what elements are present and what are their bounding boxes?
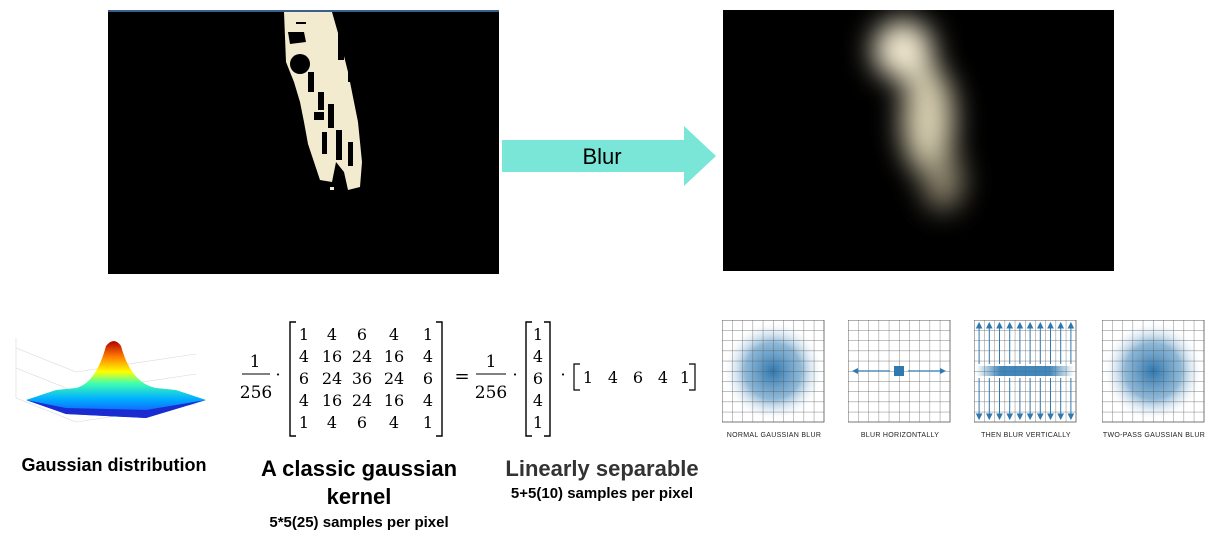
down-arrowhead-icon xyxy=(985,413,993,421)
kernel-matrix-cell: 4 xyxy=(327,325,337,344)
up-arrowhead-icon xyxy=(985,321,993,329)
kernel-matrix-cell: 1 xyxy=(299,325,309,344)
eq-dot-2: · xyxy=(512,365,517,384)
down-arrowhead-icon xyxy=(1067,413,1075,421)
normal-gaussian-blur-diagram xyxy=(722,320,825,423)
eq-equals: = xyxy=(454,366,469,387)
row-vector-cell: 4 xyxy=(658,368,668,387)
up-arrowhead-icon xyxy=(1057,321,1065,329)
down-arrowhead-icon xyxy=(1047,413,1054,421)
blur-arrow-label: Blur xyxy=(582,144,622,169)
kernel-matrix-cell: 16 xyxy=(384,391,404,410)
down-arrowhead-icon xyxy=(1026,413,1034,421)
down-arrowhead-icon xyxy=(1036,413,1044,421)
kernel-matrix-cell: 36 xyxy=(352,369,372,388)
caption-separable-samples: 5+5(10) samples per pixel xyxy=(510,485,694,502)
label-two-pass-gaussian-blur: TWO-PASS GAUSSIAN BLUR xyxy=(1102,432,1206,439)
blur-vertically-diagram xyxy=(974,320,1077,423)
kernel-matrix-cell: 6 xyxy=(299,369,309,388)
original-image-panel xyxy=(108,10,499,274)
kernel-matrix-cell: 6 xyxy=(357,413,367,432)
two-pass-gaussian-blur-diagram xyxy=(1102,320,1205,423)
kernel-matrix-cell: 4 xyxy=(389,413,399,432)
eq-dot-1: · xyxy=(275,365,280,384)
kernel-matrix-cell: 1 xyxy=(299,413,309,432)
row-vector-cell: 4 xyxy=(608,368,618,387)
caption-separable-title: Linearly separable xyxy=(505,456,699,481)
kernel-matrix-cell: 24 xyxy=(384,369,404,388)
eq-frac-den-1: 256 xyxy=(240,383,272,403)
kernel-matrix-cell: 4 xyxy=(423,391,433,410)
down-arrowhead-icon xyxy=(1006,413,1014,421)
label-blur-horizontally: BLUR HORIZONTALLY xyxy=(860,432,940,439)
up-arrowhead-icon xyxy=(1047,321,1054,329)
kernel-matrix-cell: 4 xyxy=(299,391,309,410)
blur-steps: NORMAL GAUSSIAN BLUR BLUR HORIZONTALLY T… xyxy=(720,318,1219,444)
blur-arrow xyxy=(502,126,716,186)
column-vector-cell: 4 xyxy=(533,347,543,366)
kernel-matrix-cell: 4 xyxy=(423,347,433,366)
down-arrowhead-icon xyxy=(975,413,983,421)
up-arrowhead-icon xyxy=(1006,321,1014,329)
kernel-matrix-cell: 4 xyxy=(327,413,337,432)
building-silhouette xyxy=(284,12,362,190)
kernel-matrix-cell: 24 xyxy=(352,347,372,366)
column-vector-cell: 1 xyxy=(533,413,543,432)
kernel-matrix-cell: 16 xyxy=(384,347,404,366)
kernel-matrix-cell: 6 xyxy=(357,325,367,344)
up-arrowhead-icon xyxy=(1026,321,1034,329)
eq-dot-3: · xyxy=(560,365,565,384)
up-arrowhead-icon xyxy=(975,321,983,329)
blurred-image-panel xyxy=(723,10,1114,271)
down-arrowhead-icon xyxy=(1016,413,1024,421)
blur-horizontally-diagram xyxy=(848,320,951,423)
eq-frac-num-1: 1 xyxy=(250,352,261,372)
up-arrowhead-icon xyxy=(1067,321,1075,329)
column-vector-cell: 1 xyxy=(533,325,543,344)
kernel-matrix-cell: 24 xyxy=(352,391,372,410)
caption-gaussian-distribution: Gaussian distribution xyxy=(21,455,207,475)
kernel-matrix-cell: 1 xyxy=(423,413,433,432)
kernel-matrix-cell: 16 xyxy=(322,347,342,366)
column-vector-cell: 4 xyxy=(533,391,543,410)
kernel-matrix-cell: 16 xyxy=(322,391,342,410)
gaussian-3d-plot xyxy=(15,338,206,423)
kernel-matrix-cell: 24 xyxy=(322,369,342,388)
caption-classic-kernel-1: A classic gaussian xyxy=(260,456,458,481)
row-vector-cell: 1 xyxy=(680,368,690,387)
kernel-matrix-cell: 4 xyxy=(299,347,309,366)
column-vector-cell: 6 xyxy=(533,369,543,388)
up-arrowhead-icon xyxy=(1016,321,1024,329)
kernel-matrix-cell: 1 xyxy=(423,325,433,344)
kernel-matrix-cell: 6 xyxy=(423,369,433,388)
blurred-glow xyxy=(873,20,963,210)
caption-classic-kernel-samples: 5*5(25) samples per pixel xyxy=(269,514,449,531)
down-arrowhead-icon xyxy=(1057,413,1065,421)
up-arrowhead-icon xyxy=(996,321,1003,329)
up-arrowhead-icon xyxy=(1036,321,1044,329)
caption-classic-kernel-2: kernel xyxy=(326,484,392,509)
row-vector-cell: 1 xyxy=(583,368,593,387)
label-then-blur-vertically: THEN BLUR VERTICALLY xyxy=(981,432,1071,439)
label-normal-gaussian-blur: NORMAL GAUSSIAN BLUR xyxy=(726,432,822,439)
eq-frac-num-2: 1 xyxy=(486,352,497,372)
row-vector-cell: 6 xyxy=(633,368,643,387)
kernel-matrix-cell: 4 xyxy=(389,325,399,344)
eq-frac-den-2: 256 xyxy=(475,383,507,403)
down-arrowhead-icon xyxy=(996,413,1003,421)
